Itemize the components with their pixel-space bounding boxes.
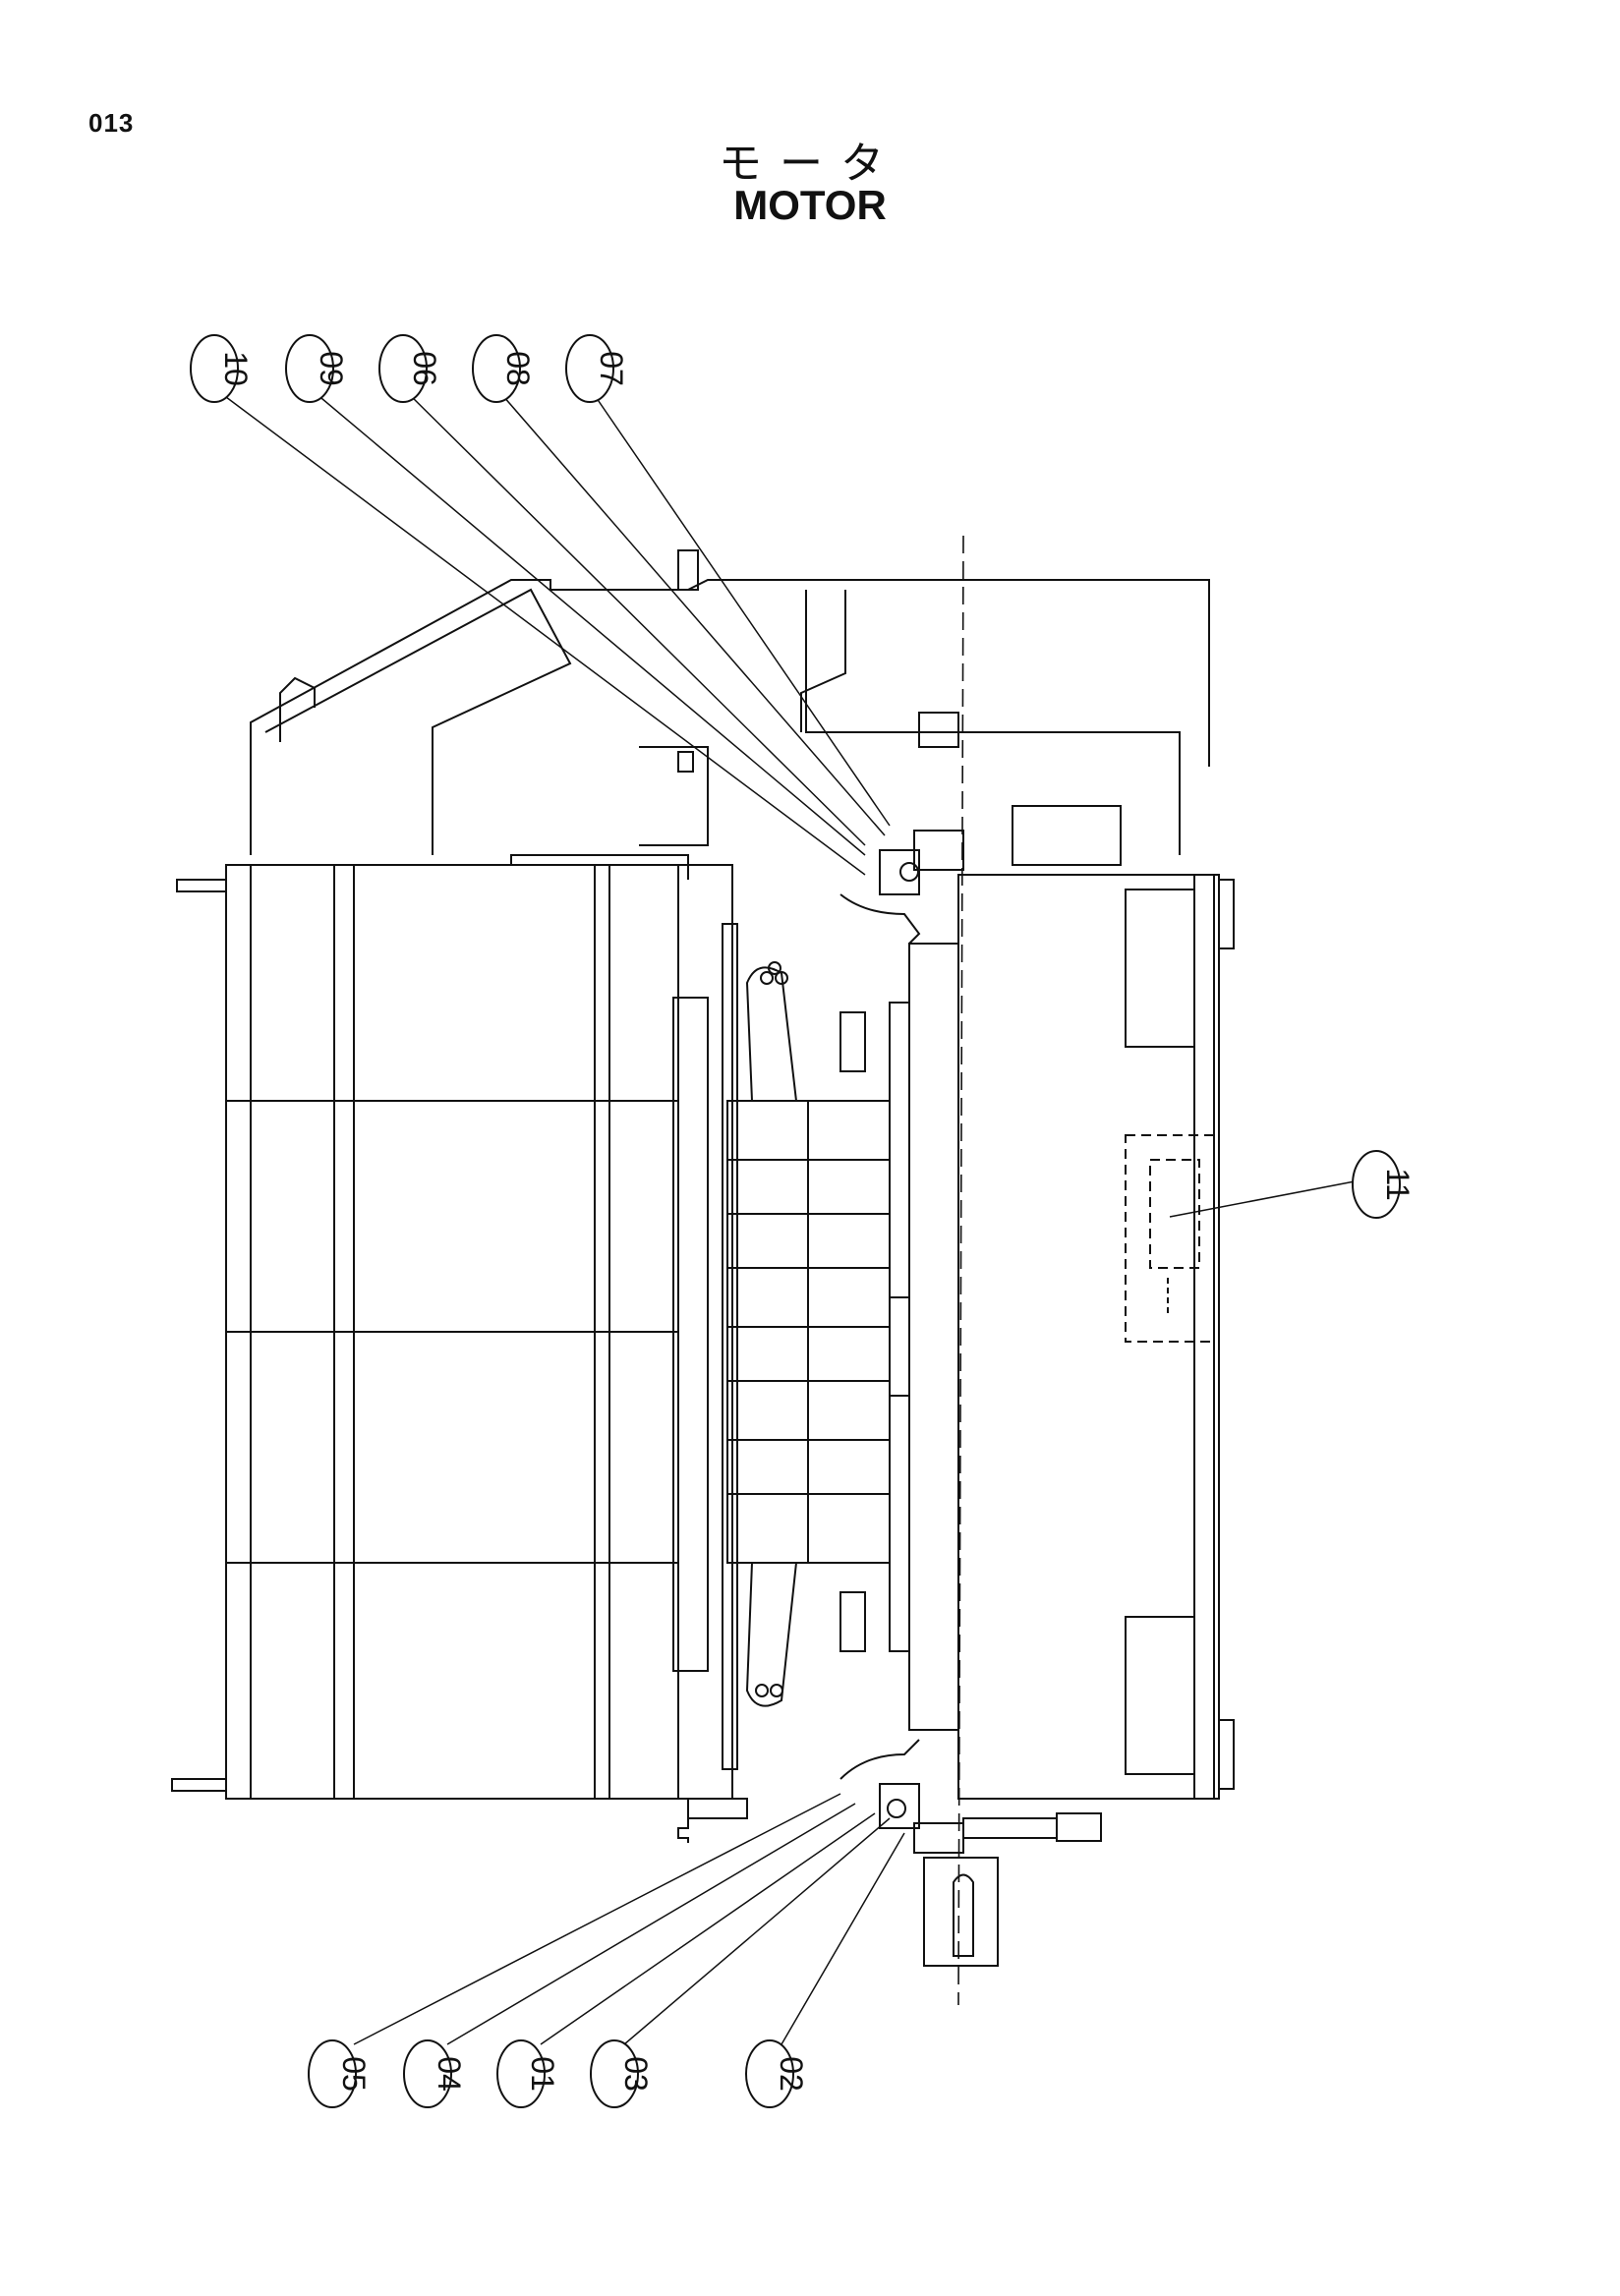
svg-text:05: 05 <box>336 2056 372 2092</box>
title-japanese: モータ <box>719 139 901 189</box>
svg-text:08: 08 <box>500 351 536 386</box>
svg-text:04: 04 <box>432 2056 467 2092</box>
callout-02: 02 <box>745 2039 809 2108</box>
callout-08: 08 <box>472 334 536 403</box>
callout-10: 10 <box>190 334 254 403</box>
leader-lines <box>213 387 1356 2045</box>
svg-text:11: 11 <box>1380 1168 1416 1200</box>
callout-04: 04 <box>403 2039 467 2108</box>
svg-text:01: 01 <box>525 2056 560 2092</box>
callout-09: 09 <box>285 334 349 403</box>
callout-01: 01 <box>496 2039 560 2108</box>
callout-03: 03 <box>590 2039 654 2108</box>
callout-11: 11 <box>1352 1150 1416 1219</box>
svg-text:09: 09 <box>314 351 349 386</box>
svg-text:06: 06 <box>407 351 442 386</box>
svg-text:10: 10 <box>218 351 254 386</box>
svg-text:03: 03 <box>618 2056 654 2092</box>
title-english: MOTOR <box>733 182 887 228</box>
rotor-windings <box>722 923 910 1770</box>
shaft-bearings <box>839 830 1102 1967</box>
stator-frame <box>171 864 748 1843</box>
svg-text:02: 02 <box>774 2056 809 2092</box>
page-number: 013 <box>88 108 135 138</box>
callout-07: 07 <box>565 334 629 403</box>
callout-05: 05 <box>308 2039 372 2108</box>
top-housing <box>250 549 1210 880</box>
centerline <box>957 535 964 2006</box>
callout-06: 06 <box>378 334 442 403</box>
end-frame <box>957 874 1235 1800</box>
svg-text:07: 07 <box>594 351 629 386</box>
